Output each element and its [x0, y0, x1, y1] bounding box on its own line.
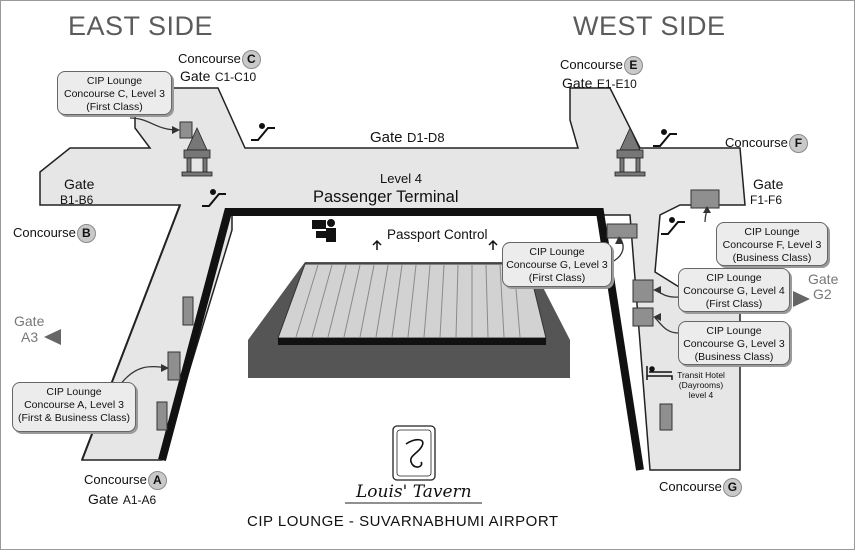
- concourse-word: Concourse: [84, 471, 147, 487]
- concourse-badge: B: [76, 224, 96, 243]
- escalator-icon: [661, 217, 685, 235]
- logo-text: Louis' Tavern: [356, 482, 472, 502]
- concourse-badge: F: [788, 134, 808, 153]
- concourse-badge: A: [147, 471, 167, 490]
- lounge-g3-first-callout[interactable]: CIP Lounge Concourse G, Level 3 (First C…: [502, 242, 612, 287]
- gate-range: D1-D8: [406, 130, 445, 145]
- inner-wall: [158, 208, 644, 471]
- lounge-title: CIP Lounge: [529, 246, 585, 258]
- lounge-location: Concourse G, Level 3: [506, 259, 608, 271]
- concourse-word: Concourse: [560, 56, 623, 72]
- concourse-badge: C: [241, 50, 261, 69]
- passport-control-label[interactable]: Passport Control: [387, 227, 488, 242]
- lounge-c-callout[interactable]: CIP Lounge Concourse C, Level 3 (First C…: [57, 71, 172, 115]
- gate-word: Gate: [180, 68, 211, 84]
- gate-range: C1-C10: [214, 70, 257, 84]
- gate-range: A1-A6: [122, 493, 157, 507]
- caption: CIP LOUNGE - SUVARNABHUMI AIRPORT: [247, 513, 559, 530]
- gate-g2-range[interactable]: G2: [813, 286, 832, 302]
- lounge-title: CIP Lounge: [86, 75, 143, 87]
- lounge-title: CIP Lounge: [46, 386, 102, 398]
- lounge-class: (Business Class): [732, 252, 812, 264]
- lounge-title: CIP Lounge: [744, 226, 800, 238]
- lounge-location: Concourse G, Level 4: [683, 285, 785, 297]
- lounge-g3-business-callout[interactable]: CIP Lounge Concourse G, Level 3 (Busines…: [678, 321, 790, 365]
- gate-word: Gate: [562, 75, 593, 91]
- gate-c-label[interactable]: Gate C1-C10: [180, 69, 256, 85]
- arrow-right-icon: [793, 291, 810, 307]
- hall-roof-stripes: [295, 264, 521, 338]
- transit-title: Transit Hotel: [677, 370, 725, 380]
- logo-monogram: [392, 425, 436, 481]
- lounge-title: CIP Lounge: [706, 325, 762, 337]
- transit-sub: (Dayrooms): [678, 380, 724, 390]
- lounge-location: Concourse G, Level 3: [683, 338, 785, 350]
- terminal-name: Passenger Terminal: [313, 188, 459, 206]
- bed-icon: [646, 366, 673, 380]
- gate-e-label[interactable]: Gate E1-E10: [562, 76, 637, 92]
- passport-control-icon: [312, 219, 336, 242]
- escalator-icon: [202, 189, 226, 207]
- concourse-word: Concourse: [725, 134, 788, 150]
- concourse-badge: G: [722, 478, 742, 497]
- lounge-a-callout[interactable]: CIP Lounge Concourse A, Level 3 (First &…: [12, 382, 136, 432]
- terminal-floor: [39, 87, 746, 471]
- gate-d-label[interactable]: Gate D1-D8: [370, 130, 445, 146]
- lounge-class: (First Class): [528, 272, 586, 284]
- gate-modules: [156, 121, 720, 431]
- level-label: Level 4: [380, 171, 422, 186]
- concourse-word: Concourse: [13, 224, 76, 240]
- concourse-badge: E: [623, 56, 643, 75]
- lounge-class: (First Class): [705, 298, 763, 310]
- gate-f-range[interactable]: F1-F6: [750, 193, 783, 207]
- gate-word: Gate: [88, 491, 119, 507]
- gate-b-word: Gate: [64, 176, 95, 192]
- callout-arrowheads: [161, 126, 711, 372]
- pavilion-icon: [181, 127, 213, 177]
- lounge-g4-callout[interactable]: CIP Lounge Concourse G, Level 4 (First C…: [678, 268, 790, 312]
- hall-base: [278, 338, 546, 345]
- escalator-icon: [653, 129, 677, 147]
- west-side-header: WEST SIDE: [573, 11, 726, 41]
- lounge-location: Concourse F, Level 3: [722, 239, 822, 251]
- gate-range: E1-E10: [596, 77, 637, 91]
- gate-g2-word: Gate: [808, 271, 839, 287]
- gate-b-range[interactable]: B1-B6: [60, 193, 94, 207]
- gate-a3-word: Gate: [14, 313, 45, 329]
- concourse-word: Concourse: [659, 478, 722, 494]
- gate-f-word: Gate: [753, 176, 784, 192]
- lounge-location: Concourse C, Level 3: [64, 88, 165, 100]
- escalator-icon: [251, 123, 275, 141]
- lounge-class: (Business Class): [694, 351, 774, 363]
- gate-a-label[interactable]: Gate A1-A6: [88, 492, 156, 508]
- east-side-header: EAST SIDE: [68, 11, 214, 41]
- arrow-left-icon: [44, 329, 61, 345]
- transit-hotel-label[interactable]: Transit Hotel (Dayrooms) level 4: [676, 370, 726, 400]
- lounge-title: CIP Lounge: [706, 272, 762, 284]
- lounge-f-callout[interactable]: CIP Lounge Concourse F, Level 3 (Busines…: [716, 222, 828, 266]
- passport-arrows: [372, 239, 498, 250]
- gate-a3-range[interactable]: A3: [21, 329, 39, 345]
- transit-level: level 4: [688, 390, 714, 400]
- lounge-class: (First & Business Class): [17, 412, 131, 424]
- pavilion-icon: [614, 127, 646, 177]
- gate-word: Gate: [370, 129, 403, 146]
- concourse-word: Concourse: [178, 50, 241, 66]
- lounge-location: Concourse A, Level 3: [24, 399, 124, 411]
- lounge-class: (First Class): [86, 101, 143, 113]
